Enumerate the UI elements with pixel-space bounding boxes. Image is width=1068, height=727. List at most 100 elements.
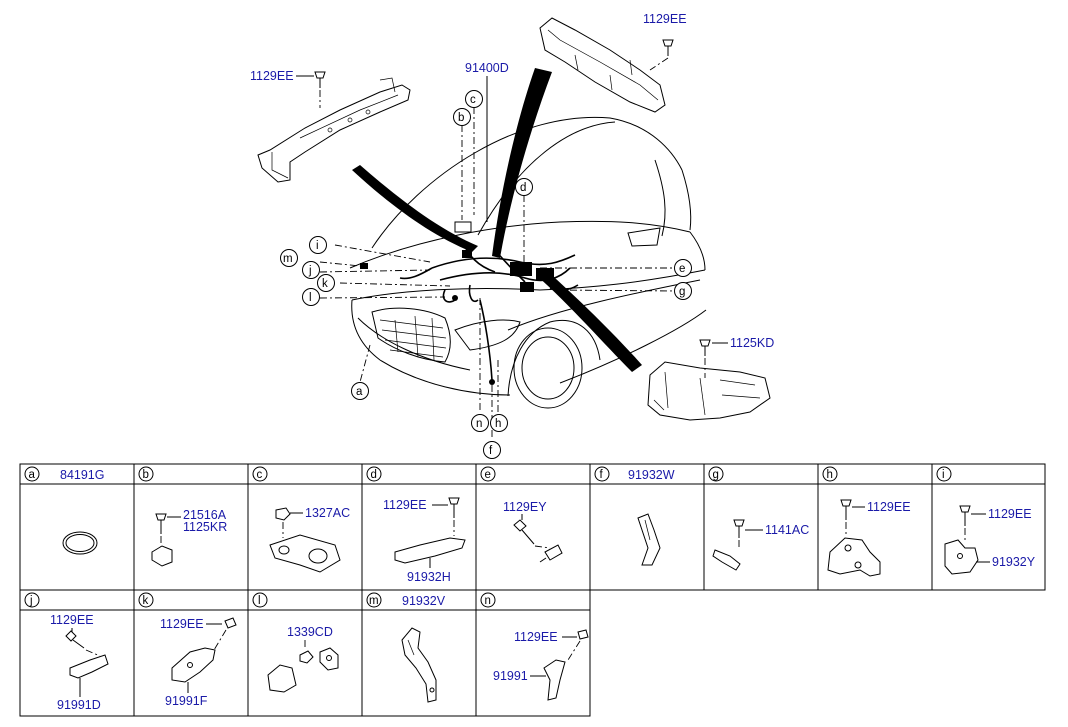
cell-i-part-1: 1129EE	[988, 507, 1032, 521]
callout-k: k	[317, 274, 335, 292]
cell-g-header: g	[708, 466, 724, 482]
cell-b-part-1: 21516A	[183, 508, 227, 522]
callout-m: m	[280, 249, 298, 267]
cell-g-letter: g	[713, 469, 719, 481]
grommet-ring-icon	[62, 531, 98, 555]
callout-c-letter: c	[470, 94, 476, 106]
bolt-and-mount-bracket-icon	[827, 499, 881, 577]
cell-j-header: j	[24, 592, 40, 608]
cell-n-part-2: 91991	[493, 669, 528, 683]
cell-i-header: i	[936, 466, 952, 482]
cell-l-part-1: 1339CD	[287, 625, 333, 639]
callout-a-letter: a	[356, 386, 363, 398]
cell-b-part-2: 1125KR	[183, 520, 227, 534]
bolt-and-flat-bracket-icon	[543, 629, 589, 701]
cell-j-part-2: 91991D	[57, 698, 101, 712]
cell-n-part-1: 1129EE	[514, 630, 558, 644]
bolt-and-angled-bracket-icon	[171, 617, 237, 683]
bolt-left-label: 1129EE	[250, 69, 294, 83]
callout-m-letter: m	[283, 253, 293, 265]
bolt-and-small-bracket-icon	[944, 505, 979, 575]
callout-n: n	[471, 414, 489, 432]
harness-label: 91400D	[465, 61, 509, 75]
cell-f-letter: f	[600, 469, 604, 481]
cell-d-part-2: 91932H	[407, 570, 451, 584]
bolt-icon-airduct	[699, 339, 711, 378]
callout-f: f	[483, 441, 501, 459]
callout-b: b	[453, 108, 471, 126]
cell-d-header: d	[366, 466, 382, 482]
cell-h-letter: h	[827, 469, 833, 481]
cell-c-letter: c	[257, 469, 263, 481]
callout-c: c	[465, 90, 483, 108]
callout-h: h	[490, 414, 508, 432]
nut-and-bracket-icon	[269, 507, 341, 573]
bolt-and-l-bracket-icon	[65, 630, 109, 679]
cell-l-header: l	[252, 592, 268, 608]
callout-a: a	[351, 382, 369, 400]
s-shaped-bracket-icon	[401, 627, 437, 703]
cell-a-header-part: 84191G	[60, 468, 104, 482]
bolt-with-clip-icon	[513, 519, 563, 563]
callout-e-letter: e	[679, 263, 685, 275]
bolt-right-label: 1129EE	[643, 12, 687, 26]
callout-leaders	[319, 107, 676, 440]
cell-m-letter: m	[369, 595, 379, 607]
cell-k-part-2: 91991F	[165, 694, 208, 708]
cell-n-header: n	[480, 592, 496, 608]
callout-j-letter: j	[308, 265, 312, 277]
callout-h-letter: h	[495, 418, 501, 430]
cell-c-part-1: 1327AC	[305, 506, 350, 520]
callout-g-letter: g	[679, 286, 685, 298]
car-body	[349, 116, 707, 409]
nut-and-clip-icon	[267, 640, 339, 693]
screw-with-clip-icon	[712, 519, 745, 571]
callout-k-letter: k	[322, 278, 328, 290]
callout-b-letter: b	[458, 112, 464, 124]
callout-j: j	[302, 261, 320, 279]
bolt-airduct-label: 1125KD	[730, 336, 774, 350]
cell-d-letter: d	[371, 469, 377, 481]
right-harness-bracket	[539, 17, 666, 113]
cell-i-letter: i	[942, 469, 945, 481]
callout-i-letter: i	[316, 240, 319, 252]
cell-n-letter: n	[485, 595, 491, 607]
air-duct-cover	[647, 361, 771, 421]
leader-stripes	[352, 68, 642, 372]
cell-j-letter: j	[29, 595, 33, 607]
callout-e: e	[674, 259, 692, 277]
callout-d-letter: d	[520, 182, 526, 194]
callout-l-letter: l	[309, 292, 312, 304]
cell-e-header: e	[480, 466, 496, 482]
cell-e-part-1: 1129EY	[503, 500, 547, 514]
cell-b-header: b	[138, 466, 154, 482]
cell-d-part-1: 1129EE	[383, 498, 427, 512]
cell-k-letter: k	[143, 595, 149, 607]
cell-i-part-2: 91932Y	[992, 555, 1036, 569]
callout-g: g	[674, 282, 692, 300]
vertical-bracket-icon	[637, 513, 661, 566]
bolt-icon-left	[314, 71, 326, 108]
callout-l: l	[302, 288, 320, 306]
cell-k-header: k	[138, 592, 154, 608]
cell-m-header: m 91932V	[366, 592, 446, 608]
callout-d: d	[515, 178, 533, 196]
cell-b-letter: b	[143, 469, 149, 481]
cell-a-letter: a	[29, 469, 36, 481]
callout-i: i	[309, 236, 327, 254]
cell-h-header: h	[822, 466, 838, 482]
cell-m-header-part: 91932V	[402, 594, 446, 608]
parts-table-grid	[19, 463, 1046, 717]
stud-bolt-icon	[151, 513, 173, 567]
cell-a-header: a 84191G	[24, 466, 104, 482]
cell-c-header: c	[252, 466, 268, 482]
bolt-and-long-bracket-icon	[394, 497, 466, 564]
cell-h-part-1: 1129EE	[867, 500, 911, 514]
left-harness-bracket	[257, 77, 411, 183]
callout-f-letter: f	[489, 445, 493, 457]
bolt-icon-right	[649, 39, 674, 71]
cell-e-letter: e	[485, 469, 491, 481]
callout-n-letter: n	[476, 418, 482, 430]
